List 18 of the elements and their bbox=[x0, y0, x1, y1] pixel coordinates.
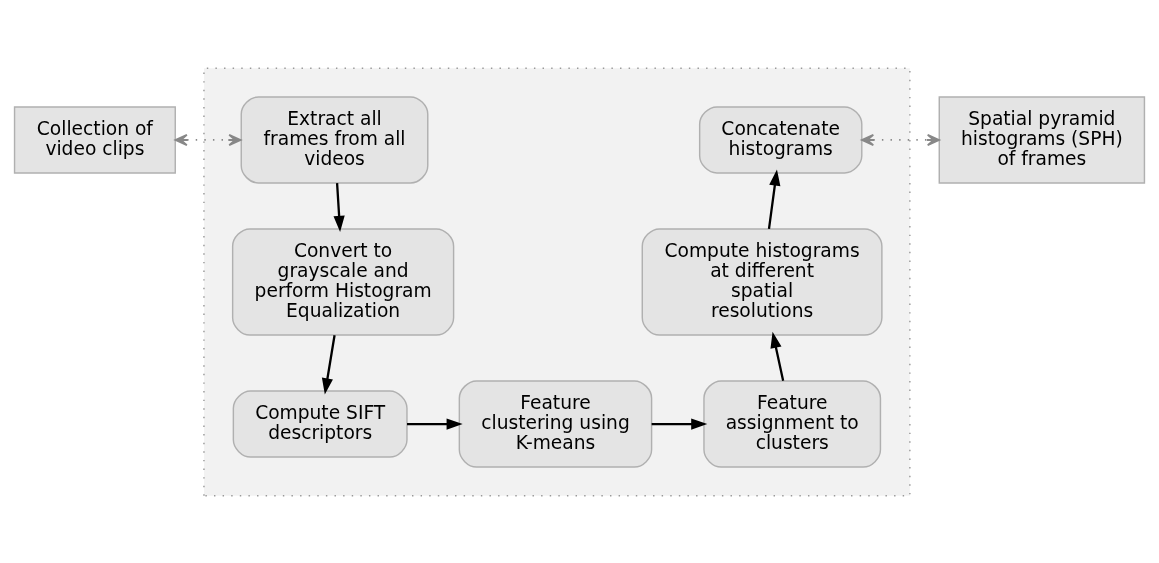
node-box: Compute SIFT descriptors bbox=[232, 389, 408, 458]
arrow bbox=[407, 417, 463, 430]
node-box: Collection of video clips bbox=[13, 105, 176, 174]
arrow bbox=[767, 169, 781, 229]
node-box: Concatenate histograms bbox=[698, 105, 863, 174]
arrow bbox=[770, 331, 785, 381]
arrow bbox=[860, 133, 941, 146]
node-box: Spatial pyramid histograms (SPH) of frames bbox=[938, 95, 1146, 184]
arrow bbox=[651, 417, 708, 430]
node-box: Feature assignment to clusters bbox=[703, 379, 882, 468]
node-box: Extract all frames from all videos bbox=[240, 95, 429, 184]
arrow bbox=[321, 334, 336, 394]
node-box: Convert to grayscale and perform Histogram Equalization bbox=[231, 227, 455, 336]
node-box: Compute histograms at different spatial resolutions bbox=[641, 227, 883, 336]
node-box: Feature clustering using K-means bbox=[458, 379, 653, 468]
arrow bbox=[174, 133, 242, 146]
arrow bbox=[333, 182, 345, 232]
cluster bbox=[203, 67, 911, 496]
